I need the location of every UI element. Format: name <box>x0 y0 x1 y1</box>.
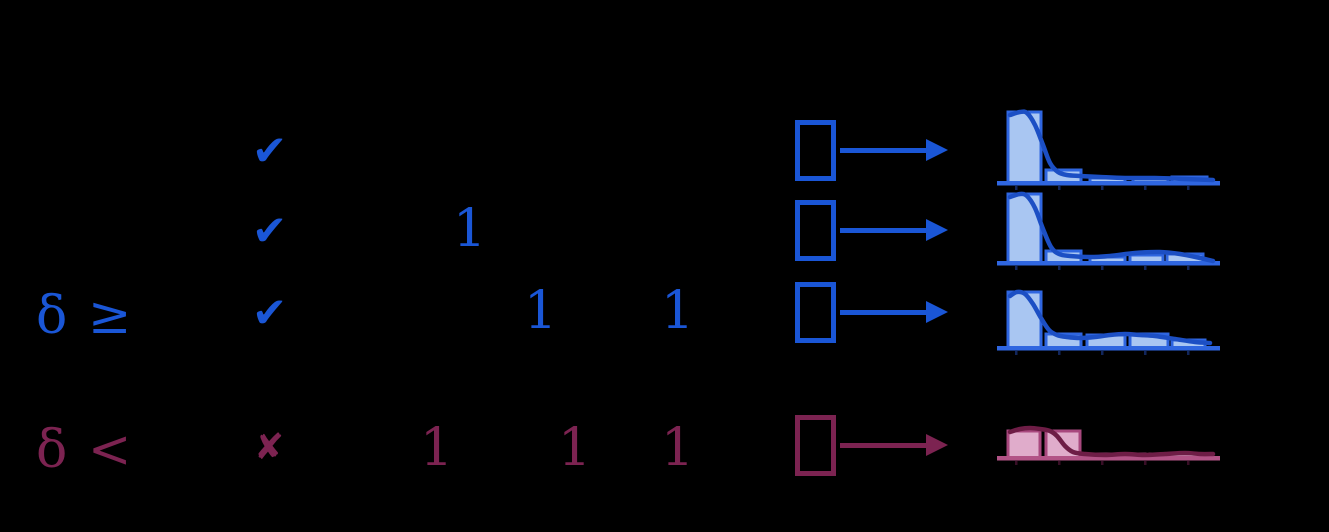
state-box-row4 <box>795 415 836 476</box>
kde-curve <box>1007 425 1216 458</box>
arrow-row1 <box>840 139 948 161</box>
check-icon-row2: ✔ <box>252 206 288 255</box>
count-one-row4-c: 1 <box>661 418 695 478</box>
distribution-plot-row1 <box>997 109 1220 190</box>
delta-lt-label: δ < <box>36 420 134 480</box>
x-axis-tick <box>1101 461 1104 465</box>
arrow-row4 <box>840 434 948 456</box>
kde-curve <box>1007 289 1213 346</box>
x-axis-tick <box>1144 461 1147 465</box>
cross-icon-row4: ✘ <box>254 427 285 468</box>
check-icon-row3: ✔ <box>252 288 288 337</box>
state-box-row1 <box>795 120 836 181</box>
arrow-head-icon <box>926 434 948 456</box>
histogram-bar <box>1006 429 1042 460</box>
x-axis-tick <box>1058 351 1061 355</box>
arrow-head-icon <box>926 301 948 323</box>
x-axis-line <box>997 346 1220 351</box>
x-axis-tick <box>1101 266 1104 270</box>
x-axis-tick <box>1187 351 1190 355</box>
arrow-row2 <box>840 219 948 241</box>
x-axis-tick <box>1187 266 1190 270</box>
x-axis-tick <box>1144 186 1147 190</box>
x-axis-tick <box>1015 351 1018 355</box>
kde-curve <box>1007 109 1216 183</box>
x-axis-tick <box>1058 186 1061 190</box>
delta-ge-label: δ ≥ <box>36 286 134 346</box>
arrow-line <box>840 443 926 448</box>
x-axis-tick <box>1101 351 1104 355</box>
count-one-row3-a: 1 <box>524 281 558 341</box>
x-axis-tick <box>1187 186 1190 190</box>
distribution-plot-row2 <box>997 191 1220 270</box>
distribution-plot-row4 <box>997 425 1220 465</box>
x-axis-line <box>997 181 1220 186</box>
state-box-row3 <box>795 282 836 343</box>
count-one-row3-b: 1 <box>661 281 695 341</box>
count-one-row2-a: 1 <box>453 199 487 259</box>
x-axis-tick <box>1015 186 1018 190</box>
count-one-row4-b: 1 <box>558 418 592 478</box>
x-axis-tick <box>1058 461 1061 465</box>
x-axis-tick <box>1015 461 1018 465</box>
x-axis-tick <box>1015 266 1018 270</box>
x-axis-tick <box>1144 266 1147 270</box>
kde-curve <box>1007 191 1216 264</box>
x-axis-tick <box>1058 266 1061 270</box>
arrow-head-icon <box>926 219 948 241</box>
x-axis-tick <box>1187 461 1190 465</box>
x-axis-line <box>997 456 1220 461</box>
x-axis-tick <box>1144 351 1147 355</box>
arrow-row3 <box>840 301 948 323</box>
check-icon-row1: ✔ <box>252 126 288 175</box>
histogram-bar <box>1006 290 1043 350</box>
arrow-line <box>840 148 926 153</box>
x-axis-tick <box>1101 186 1104 190</box>
histogram-bar <box>1006 192 1043 265</box>
count-one-row4-a: 1 <box>420 418 454 478</box>
x-axis-line <box>997 261 1220 266</box>
distribution-plot-row3 <box>997 289 1220 355</box>
arrow-line <box>840 310 926 315</box>
arrow-line <box>840 228 926 233</box>
arrow-head-icon <box>926 139 948 161</box>
state-box-row2 <box>795 200 836 261</box>
